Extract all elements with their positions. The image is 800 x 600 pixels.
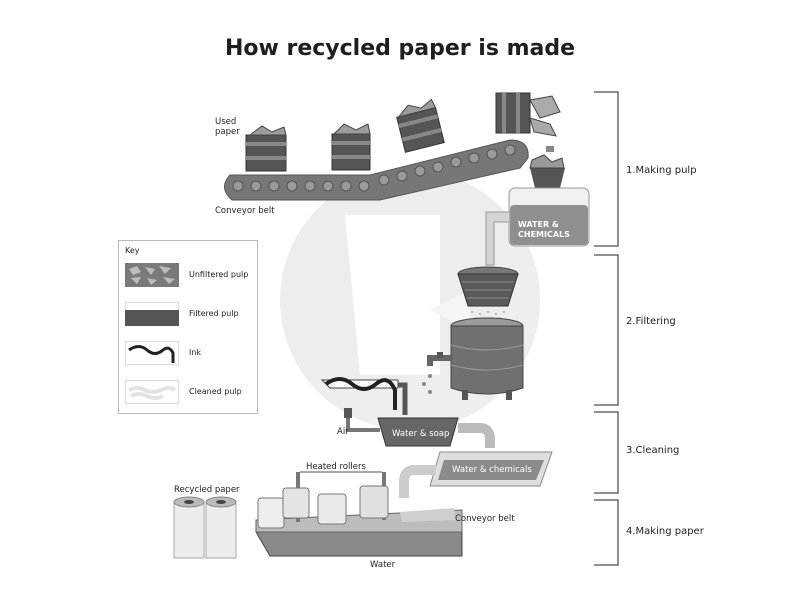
- key-item-unfiltered-pulp: Unfiltered pulp: [125, 263, 255, 287]
- filter-drum: [422, 317, 524, 400]
- water-label: Water: [370, 560, 396, 570]
- key-title: Key: [125, 246, 140, 255]
- top-conveyor-belt: [224, 139, 529, 201]
- key-item-label: Unfiltered pulp: [189, 270, 249, 279]
- water-soap-label: Water & soap: [392, 429, 450, 439]
- heated-rollers-label: Heated rollers: [306, 462, 366, 472]
- key-item-label: Cleaned pulp: [189, 387, 242, 396]
- filtered-pulp-swatch: [125, 302, 179, 326]
- stage-brackets: [594, 91, 619, 566]
- key-item-label: Filtered pulp: [189, 309, 239, 318]
- stage-filtering-label: 2.Filtering: [626, 316, 676, 327]
- key-item-ink: Ink: [125, 341, 255, 365]
- conveyor-belt-bottom-label: Conveyor belt: [455, 514, 515, 524]
- recycled-paper-rolls: [173, 496, 237, 559]
- ink-pipe: [320, 377, 408, 415]
- page-title: How recycled paper is made: [224, 36, 576, 61]
- heated-rollers-group: [257, 485, 389, 529]
- used-paper-label: Used paper: [215, 117, 240, 137]
- air-label: Air: [337, 427, 349, 437]
- paper-machine: [255, 471, 463, 557]
- water-chemicals-tank: [485, 154, 590, 266]
- key-item-cleaned-pulp: Cleaned pulp: [125, 380, 255, 404]
- water-chemicals-tray-label: Water & chemicals: [452, 465, 532, 475]
- conveyor-belt-top-label: Conveyor belt: [215, 206, 275, 216]
- water-soap-tank: [344, 408, 495, 448]
- ink-swatch: [125, 341, 179, 365]
- water-chemicals-tank-label: WATER & CHEMICALS: [518, 220, 570, 239]
- key-item-label: Ink: [189, 348, 202, 357]
- filter-basket: [457, 266, 519, 319]
- key-legend: Key Unfiltered pulp Filtered pulp Ink: [118, 240, 258, 414]
- cleaned-pulp-swatch: [125, 380, 179, 404]
- stage-cleaning-label: 3.Cleaning: [626, 445, 680, 456]
- water-chemicals-tray: [399, 451, 553, 498]
- paper-crates: [245, 92, 561, 172]
- stage-making-pulp-label: 1.Making pulp: [626, 165, 697, 176]
- key-item-filtered-pulp: Filtered pulp: [125, 302, 255, 326]
- recycled-paper-label: Recycled paper: [174, 485, 240, 495]
- stage-making-paper-label: 4.Making paper: [626, 526, 704, 537]
- unfiltered-pulp-swatch: [125, 263, 179, 287]
